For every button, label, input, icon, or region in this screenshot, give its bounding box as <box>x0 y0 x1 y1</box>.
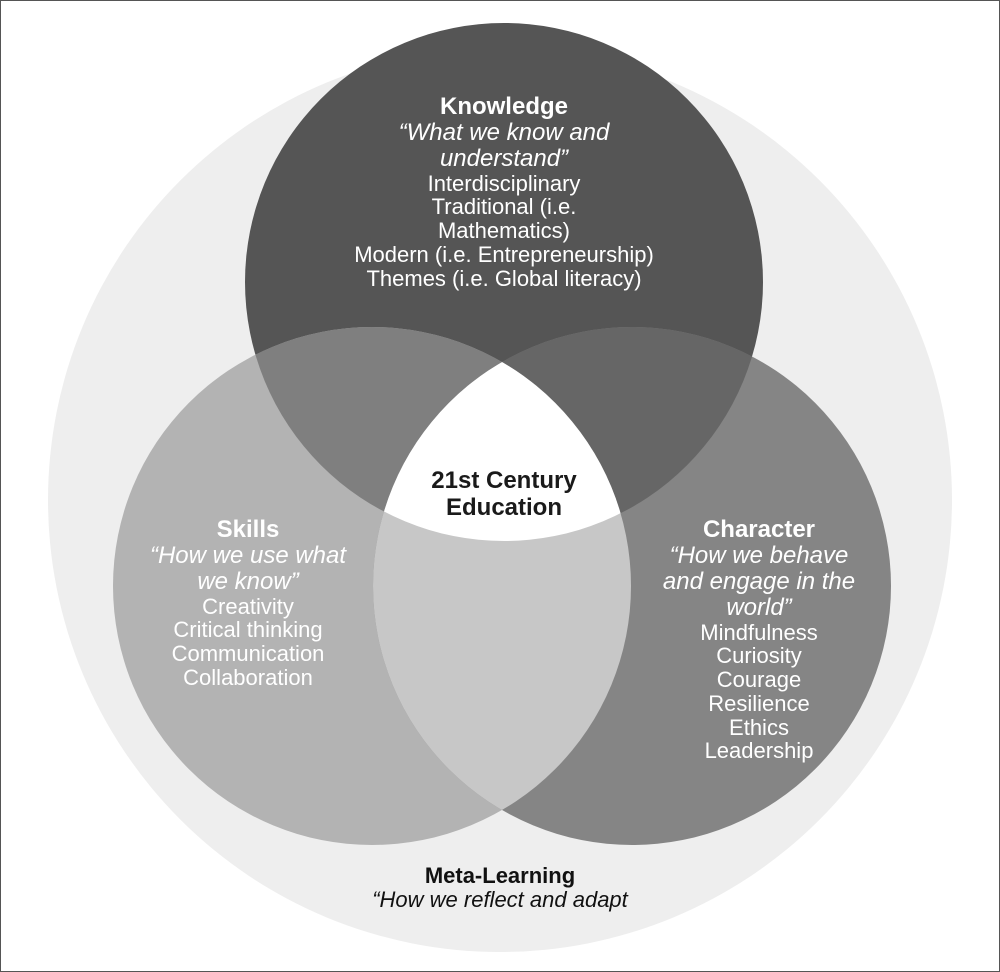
character-item: Ethics <box>729 714 789 740</box>
center-overlap <box>373 327 631 541</box>
center-line-1: 21st Century <box>431 467 577 494</box>
knowledge-item: Themes (i.e. Global literacy) <box>366 265 642 291</box>
skills-item: Creativity <box>202 593 294 619</box>
knowledge-quote-line-1: “What we know and <box>398 118 610 146</box>
character-quote-line-3: world” <box>726 593 792 621</box>
knowledge-title: Knowledge <box>439 93 568 120</box>
knowledge-item: Interdisciplinary <box>427 170 581 196</box>
character-item: Courage <box>716 667 802 693</box>
character-label: Character “How we behave and engage in t… <box>629 517 889 763</box>
character-title: Character <box>702 516 816 543</box>
meta-learning-label: Meta-Learning “How we reflect and adapt <box>300 864 700 912</box>
center-line-2: Education <box>445 493 562 521</box>
skills-label: Skills “How we use what we know” Creativ… <box>118 517 378 690</box>
meta-learning-title: Meta-Learning <box>424 863 576 888</box>
character-quote-line-1: “How we behave <box>669 541 849 569</box>
knowledge-label: Knowledge “What we know and understand” … <box>304 94 704 290</box>
character-item: Leadership <box>704 738 814 764</box>
character-quote-line-2: and engage in the <box>662 567 856 595</box>
character-item: Resilience <box>708 690 810 716</box>
skills-item: Critical thinking <box>173 617 323 643</box>
knowledge-quote-line-2: understand” <box>439 144 569 172</box>
skills-title: Skills <box>216 516 280 543</box>
knowledge-item: Modern (i.e. Entrepreneurship) <box>354 241 654 267</box>
meta-learning-quote: “How we reflect and adapt <box>372 886 628 912</box>
knowledge-item: Traditional (i.e. <box>431 194 577 220</box>
character-item: Mindfulness <box>700 619 818 645</box>
knowledge-item: Mathematics) <box>437 218 571 244</box>
character-item: Curiosity <box>716 643 802 669</box>
center-label: 21st Century Education <box>404 467 604 522</box>
skills-item: Communication <box>171 641 325 667</box>
skills-quote-line-2: we know” <box>197 567 299 595</box>
skills-item: Collaboration <box>183 664 313 690</box>
skills-quote-line-1: “How we use what <box>149 541 347 569</box>
